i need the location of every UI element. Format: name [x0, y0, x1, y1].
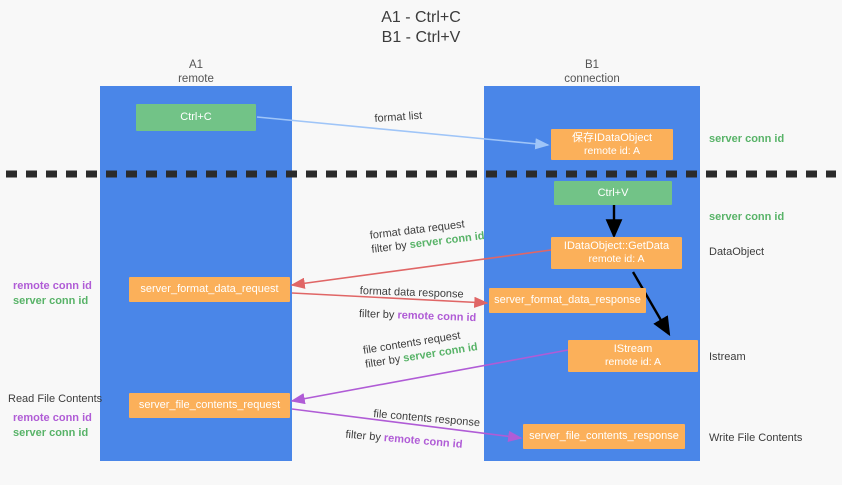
- filter-prefix: filter by: [358, 307, 398, 322]
- right-label-write-file-contents: Write File Contents: [709, 432, 803, 444]
- arrow-format-data-response: [291, 292, 489, 308]
- title-line-1: A1 - Ctrl+C: [381, 9, 461, 26]
- right-label-dataobject: DataObject: [709, 246, 765, 258]
- title-line-2: B1 - Ctrl+V: [381, 29, 461, 46]
- right-label-server-conn-id-mid: server conn id: [709, 211, 785, 223]
- lane-b1-subtitle: connection: [564, 73, 620, 85]
- node-ctrl-v[interactable]: Ctrl+V: [554, 181, 672, 205]
- node-ctrl-c[interactable]: Ctrl+C: [136, 104, 256, 131]
- node-server-format-data-request[interactable]: server_format_data_request: [129, 277, 290, 302]
- node-istream[interactable]: IStream remote id: A: [568, 340, 698, 372]
- node-getdata-remote-id: remote id: A: [588, 253, 645, 265]
- left-label-server-conn-id-mid: server conn id: [13, 295, 89, 307]
- left-label-server-conn-id-bottom: server conn id: [13, 427, 89, 439]
- arrow-format-list: [256, 116, 550, 150]
- page-title: A1 - Ctrl+C B1 - Ctrl+V: [0, 8, 842, 48]
- node-save-idataobject[interactable]: 保存IDataObject remote id: A: [551, 129, 673, 160]
- arrow-file-contents-request: [290, 349, 569, 405]
- node-ctrl-c-label: Ctrl+C: [180, 111, 212, 123]
- lane-a1-subtitle: remote: [178, 73, 214, 85]
- node-idataobject-getdata[interactable]: IDataObject::GetData remote id: A: [551, 237, 682, 269]
- node-server-file-contents-request-label: server_file_contents_request: [138, 399, 281, 411]
- node-getdata-label: IDataObject::GetData: [563, 240, 670, 252]
- filter-prefix: filter by: [344, 428, 385, 444]
- lane-a1-name: A1: [188, 59, 204, 71]
- arrow-getdata-to-istream: [631, 271, 671, 337]
- node-save-idataobject-label: 保存IDataObject: [571, 131, 653, 144]
- lane-header-a1: A1 remote: [100, 58, 292, 86]
- right-label-istream: Istream: [709, 351, 746, 363]
- node-server-format-data-response[interactable]: server_format_data_response: [489, 288, 646, 313]
- node-istream-label: IStream: [613, 343, 653, 355]
- left-label-read-file-contents: Read File Contents: [8, 393, 103, 405]
- arrow-format-data-request: [290, 249, 552, 289]
- lane-b1-name: B1: [584, 59, 600, 71]
- node-server-file-contents-response[interactable]: server_file_contents_response: [523, 424, 685, 449]
- node-ctrl-v-label: Ctrl+V: [597, 186, 629, 199]
- edge-label-format-data-response-line1: format data response: [359, 284, 464, 301]
- lane-header-b1: B1 connection: [484, 58, 700, 86]
- left-label-remote-conn-id-mid: remote conn id: [13, 280, 92, 292]
- node-server-file-contents-response-label: server_file_contents_response: [529, 430, 679, 442]
- node-server-file-contents-request[interactable]: server_file_contents_request: [129, 393, 290, 418]
- left-label-remote-conn-id-bottom: remote conn id: [13, 412, 92, 424]
- node-server-format-data-response-label: server_format_data_response: [494, 294, 641, 306]
- edge-label-format-data-response: format data response filter by remote co…: [359, 284, 478, 325]
- right-label-server-conn-id-top: server conn id: [709, 133, 785, 145]
- filter-key-remote-conn-id: remote conn id: [397, 309, 477, 325]
- node-save-idataobject-remote-id: remote id: A: [583, 144, 641, 157]
- arrow-file-contents-response: [291, 408, 523, 442]
- node-istream-remote-id: remote id: A: [604, 356, 662, 368]
- node-server-format-data-request-label: server_format_data_request: [140, 283, 279, 295]
